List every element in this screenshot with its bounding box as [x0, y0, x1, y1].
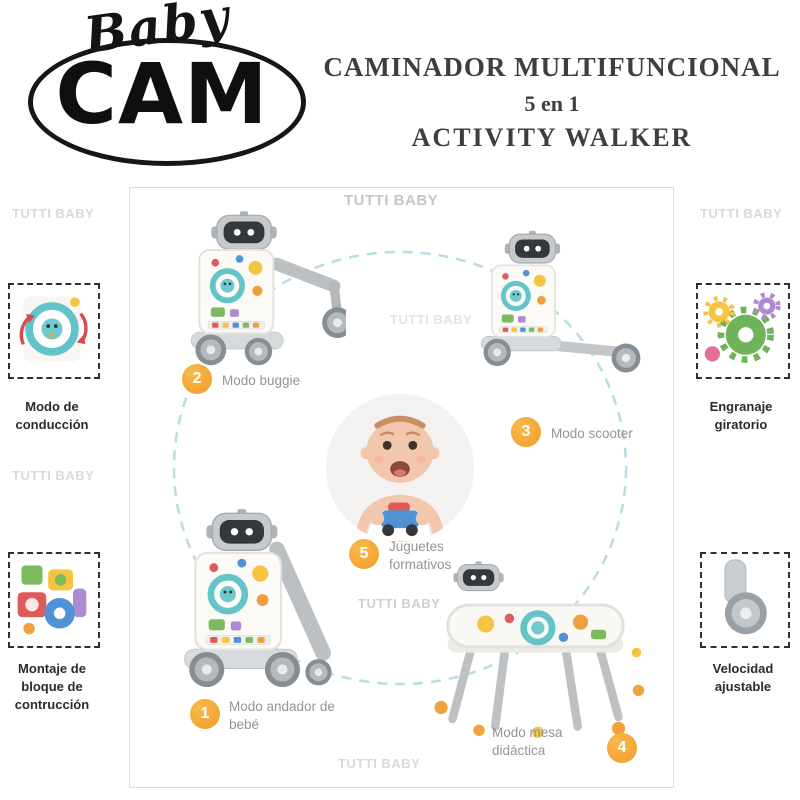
dashed-connector-circle [172, 250, 628, 686]
brand-logo: Baby CAM [18, 0, 318, 181]
feature-gear-label: Engranaje giratorio [709, 399, 773, 433]
feature-blocks-box [8, 552, 100, 648]
title-line-2: 5 en 1 [524, 91, 580, 116]
watermark-tutti-baby: TUTTI BABY [700, 206, 783, 221]
mode-toys-label: Juguetes formativos [389, 539, 452, 572]
watermark-tutti-baby: TUTTI BABY [12, 206, 95, 221]
brand-name-text: CAM [55, 45, 269, 143]
mode-scooter-label: Modo scooter [551, 426, 633, 441]
feature-gear-box [696, 283, 790, 379]
mode-5-badge: 5 [349, 539, 379, 569]
mode-2-badge: 2 [182, 364, 212, 394]
rotating-gear-icon [703, 292, 781, 363]
watermark-tutti-baby: TUTTI BABY [358, 596, 441, 611]
mode-buggy-illustration [190, 210, 346, 366]
stage-border [129, 187, 674, 788]
watermark-tutti-baby: TUTTI BABY [338, 756, 421, 771]
title-line-1: CAMINADOR MULTIFUNCIONAL [323, 52, 781, 82]
steering-wheel-icon [19, 296, 88, 362]
mode-3-badge: 3 [511, 417, 541, 447]
mode-walker-illustration [184, 508, 332, 688]
mode-buggy-label: Modo buggie [222, 373, 301, 388]
mode-walker-label: Modo andador de bebé [229, 699, 335, 732]
mode-scooter-illustration [480, 230, 641, 373]
title-line-3: ACTIVITY WALKER [411, 123, 693, 152]
mode-4-badge: 4 [607, 733, 637, 763]
feature-steering-label: Modo de conducción [15, 399, 89, 433]
watermark-tutti-baby: TUTTI BABY [390, 312, 473, 327]
feature-speed-label: Velocidad ajustable [712, 661, 774, 695]
feature-blocks-label: Montaje de bloque de contrucción [14, 661, 90, 713]
watermark-tutti-baby: TUTTI BABY [12, 468, 95, 483]
mode-1-badge: 1 [190, 699, 220, 729]
mode-table-illustration [434, 560, 645, 738]
feature-steering-box [8, 283, 100, 379]
feature-speed-box [700, 552, 790, 648]
baby-photo [326, 394, 474, 542]
watermark-tutti-baby: TUTTI BABY [344, 192, 439, 209]
building-blocks-icon [17, 565, 87, 635]
page-title: CAMINADOR MULTIFUNCIONAL 5 en 1 ACTIVITY… [312, 52, 792, 153]
adjustable-wheel-icon [724, 559, 767, 635]
mode-table-label: Modo mesa didáctica [492, 725, 563, 758]
logo-ellipse-outline [28, 38, 306, 166]
baby-illustration [326, 394, 474, 542]
